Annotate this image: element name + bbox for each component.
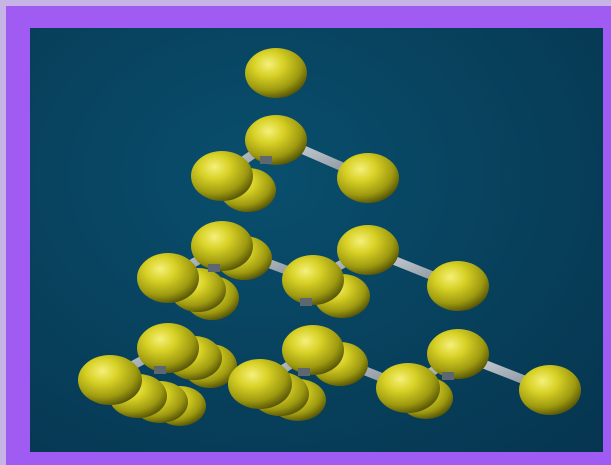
front-atoms	[78, 48, 581, 415]
atom	[519, 365, 581, 415]
atom	[337, 153, 399, 203]
atom	[137, 323, 199, 373]
atom	[191, 151, 253, 201]
atom	[427, 329, 489, 379]
image-panel	[30, 28, 603, 452]
atom	[228, 359, 292, 409]
atom	[427, 261, 489, 311]
atom	[245, 48, 307, 98]
atom	[376, 363, 440, 413]
molecule-model	[78, 48, 581, 426]
atom	[191, 221, 253, 271]
atom	[282, 255, 344, 305]
atom	[245, 115, 307, 165]
atom	[78, 355, 142, 405]
atom	[282, 325, 344, 375]
atom	[337, 225, 399, 275]
atom	[137, 253, 199, 303]
bond-nubs	[154, 156, 454, 380]
